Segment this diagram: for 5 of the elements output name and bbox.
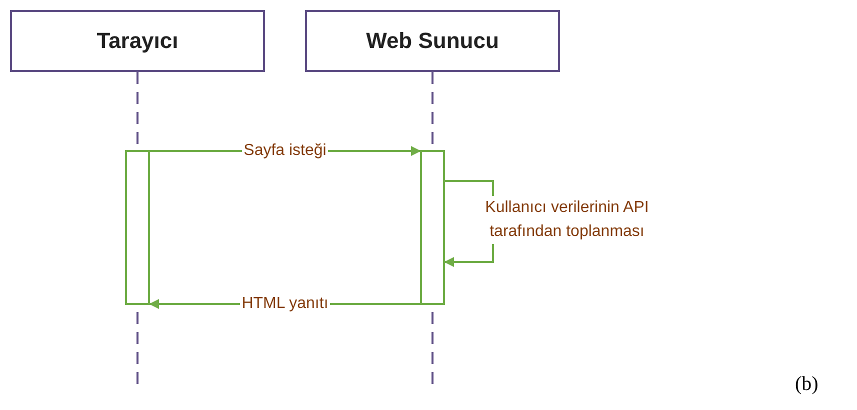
panel-label: (b): [795, 373, 818, 396]
participant-box: Tarayıcı: [10, 10, 265, 72]
activation-bar: [125, 150, 150, 305]
participant-box: Web Sunucu: [305, 10, 560, 72]
activation-bar: [420, 150, 445, 305]
